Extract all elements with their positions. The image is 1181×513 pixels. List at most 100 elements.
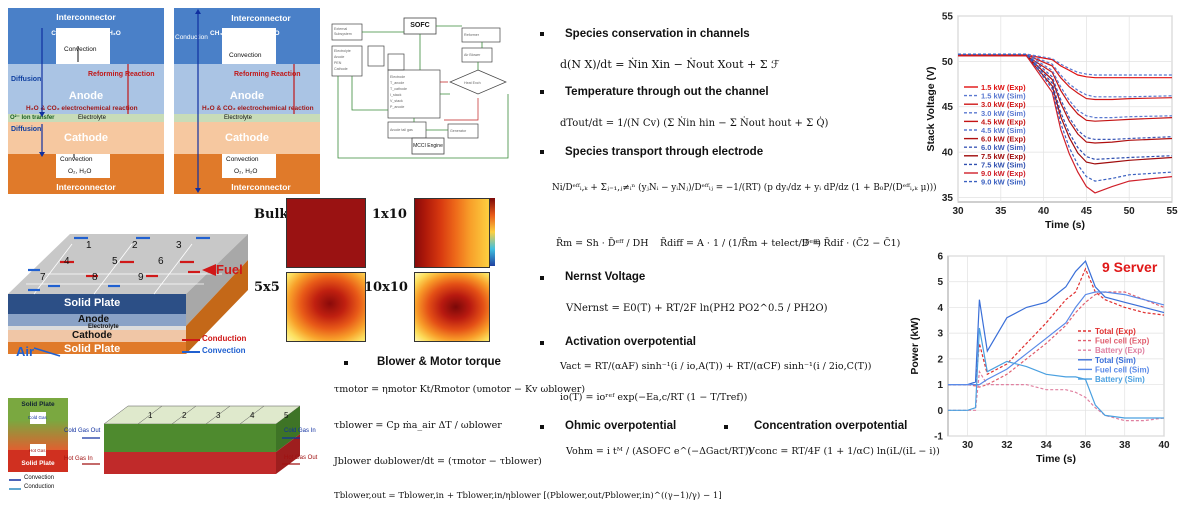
heatmap-bulk-label: Bulk [254, 207, 289, 222]
r-electrochem-label: H₂O & CO₂ electrochemical reaction [202, 105, 314, 112]
legend-label: Fuel cell (Exp) [1095, 337, 1150, 346]
series-line [958, 53, 1173, 98]
cell-arrows [39, 28, 129, 158]
x-tick-label: 32 [1001, 440, 1013, 451]
eq-tau-motor: τmotor = ηmotor Kt/Rmotor (υmotor − Kv ω… [334, 384, 586, 395]
r-air-gases-label: O₂, H₂O [234, 168, 258, 175]
x-tick-label: 55 [1166, 206, 1178, 217]
r-cathode-label: Cathode [225, 132, 269, 144]
eq-j-blower: Jblower dωblower/dt = (τmotor − τblower) [334, 456, 542, 467]
stack-cell-7: 7 [40, 272, 46, 283]
heatmap-1x10-label: 1x10 [372, 207, 407, 222]
diffusion2-label: Diffusion [11, 126, 42, 133]
stack-cell-8: 8 [92, 272, 98, 283]
eq-temperature: dTout/dt = 1/(N Cv) (Σ Ṅin hin − Σ Ṅout … [560, 118, 829, 129]
series-line [958, 53, 1173, 182]
legend-label: 1.5 kW (Sim) [981, 92, 1026, 101]
series-line [958, 54, 1173, 101]
series-line [958, 54, 1172, 79]
legend-label: 7.5 kW (Exp) [981, 152, 1026, 161]
interconnector-bottom-label: Interconnector [56, 182, 116, 192]
svg-text:P_anode: P_anode [390, 105, 404, 109]
channel-cold-gas: Cold Gas [28, 415, 47, 420]
channel-seg-2: 2 [182, 411, 187, 420]
stack-legend-convection: Convection [202, 346, 246, 355]
x-tick-label: 35 [995, 206, 1007, 217]
svg-text:V_stack: V_stack [390, 99, 403, 103]
y-tick-label: 50 [942, 57, 954, 68]
eq-ohmic: Vohm = i tᴹ / (ASOFC e^(−ΔGact/RT)) [566, 446, 753, 457]
bullet-4 [540, 276, 544, 280]
flowchart-engine: MCCI Engine [413, 143, 443, 149]
eq-t-blower-out: Tblower,out = Tblower,in + Tblower,in/ηb… [334, 491, 722, 501]
x-tick-label: 45 [1081, 206, 1093, 217]
channel-legend-convection: Convection [24, 475, 55, 481]
r-interconnector-top-label: Interconnector [231, 13, 291, 23]
stack-cathode-label: Cathode [72, 330, 112, 341]
y-tick-label: 1 [937, 380, 943, 391]
svg-text:Electrolyte: Electrolyte [334, 49, 351, 53]
bullet-5 [540, 341, 544, 345]
stack-legend-conduction: Conduction [202, 334, 247, 343]
svg-text:Heat Exch: Heat Exch [464, 81, 481, 85]
r-cell-arrows [195, 9, 295, 193]
x-tick-label: 30 [962, 440, 974, 451]
heatmap-10x10 [414, 272, 490, 342]
channel-3d: 1 2 3 4 5 Cold Gas Out Hot Gas In Cold G… [64, 398, 332, 492]
series-line [958, 53, 1173, 140]
channel-cross-section: Solid Plate Cold Gas Hot Gas Solid Plate [8, 398, 68, 472]
eq-activation-1: Vact = RT/(αAF) sinh⁻¹(i / io,A(T)) + RT… [560, 361, 872, 372]
chart-title: 9 Server [1102, 259, 1158, 275]
r-electrolyte-label: Electrolyte [224, 115, 253, 121]
channel-seg-5: 5 [284, 411, 289, 420]
legend-label: 6.0 kW (Exp) [981, 135, 1026, 144]
stack-cell-3: 3 [176, 240, 182, 251]
eq-species-channels: d(N X)/dt = Ṅin Xin − Ṅout Xout + Σ ℱ [560, 58, 780, 71]
legend-label: 9.0 kW (Exp) [981, 169, 1026, 178]
series-line [948, 291, 1165, 386]
legend-label: Fuel cell (Sim) [1095, 365, 1150, 374]
x-tick-label: 40 [1038, 206, 1050, 217]
x-tick-label: 34 [1041, 440, 1053, 451]
x-tick-label: 36 [1080, 440, 1092, 451]
reforming-label: Reforming Reaction [88, 71, 155, 78]
eq-rm: R̄m = Sh · D̄ᵉᶠᶠ / DH [556, 238, 649, 249]
series-line [958, 53, 1173, 119]
r-reforming-label: Reforming Reaction [234, 71, 301, 78]
series-line [958, 55, 1173, 144]
channel-seg-1: 1 [148, 411, 153, 420]
series-line [948, 260, 1165, 386]
stack-solid-plate-top: Solid Plate [64, 297, 121, 309]
heatmap-bulk [286, 198, 366, 268]
heading-nernst: Nernst Voltage [565, 271, 646, 283]
ion-transfer-label: O²⁻ Ion transfer [10, 115, 55, 121]
y-tick-label: 4 [937, 303, 943, 314]
channel-cold-gas-out: Cold Gas Out [64, 428, 101, 434]
heading-ohmic: Ohmic overpotential [565, 420, 677, 432]
svg-text:Anode: Anode [334, 55, 344, 59]
legend-label: 7.5 kW (Sim) [981, 160, 1026, 169]
svg-text:PEN: PEN [334, 61, 342, 65]
bullet-7 [724, 425, 728, 429]
r-conduction-label: Conduction [175, 34, 208, 41]
convection2-label: Convection [60, 156, 93, 163]
r-fuel-gases-label: CH₄, CO, CO₂, H₂, H₂O [210, 30, 280, 37]
heading-blower: Blower & Motor torque [377, 356, 501, 368]
stack-legend: Conduction Convection [180, 334, 250, 358]
heading-species-electrode: Species transport through electrode [565, 146, 764, 158]
legend-label: 1.5 kW (Exp) [981, 83, 1026, 92]
svg-text:I_stack: I_stack [390, 93, 402, 97]
bullet-8 [344, 361, 348, 365]
svg-text:Cathode: Cathode [334, 67, 348, 71]
channel-solid-plate-top: Solid Plate [21, 401, 55, 408]
stack-anode-label: Anode [78, 314, 110, 325]
stack-fuel-label: Fuel [216, 262, 243, 277]
legend-label: 4.5 kW (Sim) [981, 126, 1026, 135]
heatmap-1x10 [414, 198, 490, 268]
channel-hot-gas: Hot Gas [29, 448, 46, 453]
legend-label: Battery (Exp) [1095, 346, 1145, 355]
series-line [958, 53, 1172, 76]
eq-rdiff: R̄diff = A · 1 / (1/R̄m + telect/Dᵉᶠᶠ) [660, 238, 821, 249]
